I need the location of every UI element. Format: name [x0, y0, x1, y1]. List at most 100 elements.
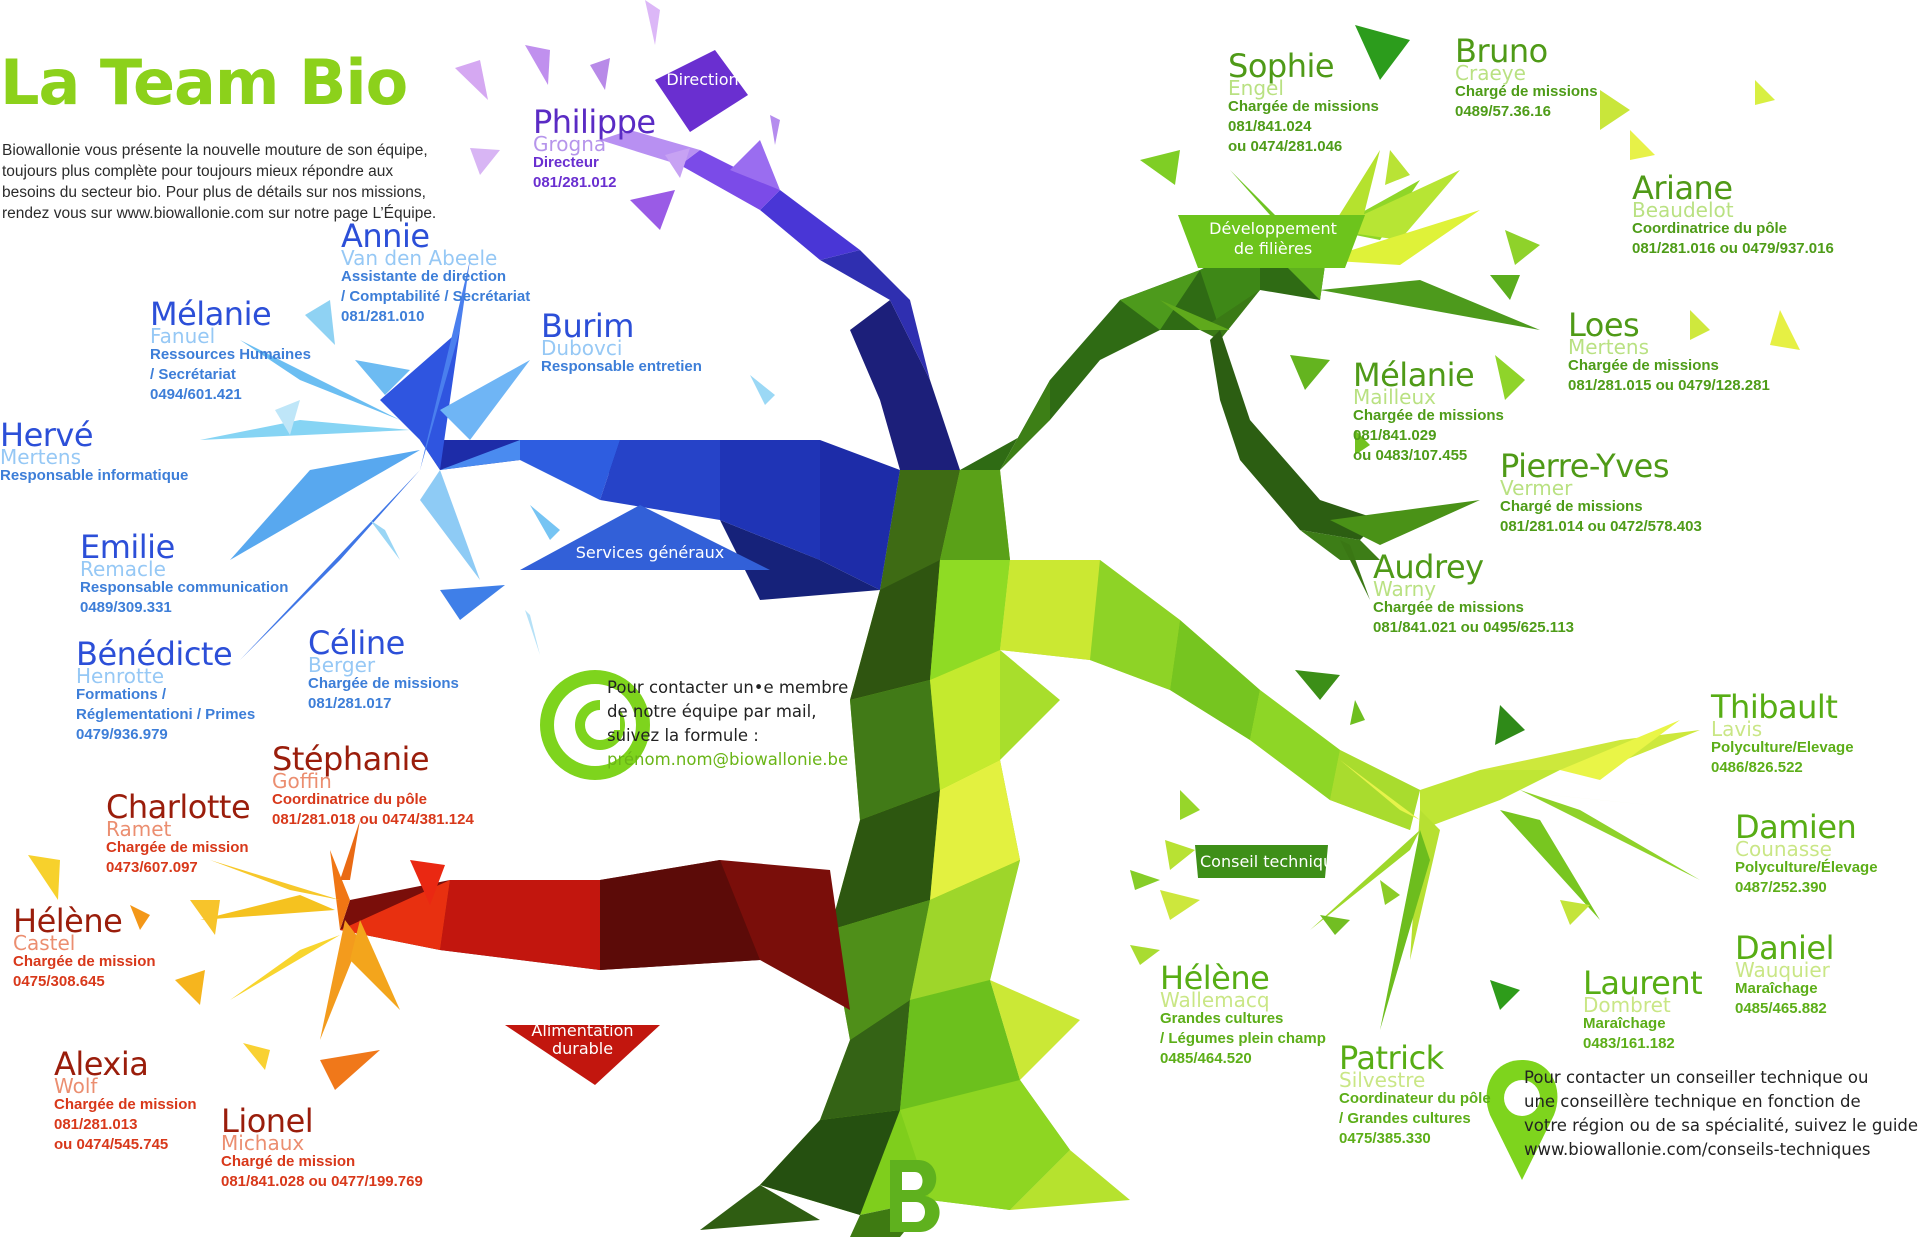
last-name: Mertens — [0, 445, 82, 469]
phone: 081/841.028 ou 0477/199.769 — [221, 1173, 423, 1190]
person-annie-van-den-abeele: Annie Van den Abeele Assistante de direc… — [341, 220, 530, 327]
phone: 0489/57.36.16 — [1455, 103, 1551, 120]
branch-label-alimentation-line2: durable — [551, 1039, 614, 1058]
last-name: Dubovci — [541, 336, 623, 360]
person-daniel-wauquier: Daniel Wauquier Maraîchage 0485/465.882 — [1735, 932, 1835, 1019]
first-name: Lionel — [221, 1102, 314, 1140]
role: Chargé de missions — [1455, 83, 1598, 100]
advisor-guide-url[interactable]: www.biowallonie.com/conseils-techniques — [1524, 1140, 1871, 1159]
phone: 081/841.029 — [1353, 427, 1437, 444]
branch-label-banners — [505, 50, 1365, 1085]
first-name: Emilie — [80, 528, 175, 566]
last-name: Castel — [13, 931, 76, 955]
last-name: Grogna — [533, 132, 607, 156]
person-thibault-lavis: Thibault Lavis Polyculture/Elevage 0486/… — [1711, 691, 1854, 778]
role: Chargée de missions — [1373, 599, 1524, 616]
person-lionel-michaux: Lionel Michaux Chargé de mission 081/841… — [221, 1105, 423, 1192]
first-name: Patrick — [1339, 1039, 1444, 1077]
person-ariane-beaudelot: Ariane Beaudelot Coordinatrice du pôle 0… — [1632, 172, 1834, 259]
last-name: Henrotte — [76, 664, 165, 688]
branch-alimentation-durable — [200, 820, 850, 1040]
first-name: Hélène — [13, 902, 123, 940]
phone: 081/281.013 — [54, 1116, 138, 1133]
last-name: Fanuel — [150, 324, 216, 348]
branch-services-generaux — [200, 260, 900, 660]
person-emilie-remacle: Emilie Remacle Responsable communication… — [80, 531, 288, 618]
phone: 0485/465.882 — [1735, 1000, 1827, 1017]
first-name: Mélanie — [1353, 356, 1475, 394]
last-name: Wauquier — [1735, 958, 1830, 982]
first-name: Thibault — [1711, 688, 1838, 726]
last-name: Beaudelot — [1632, 198, 1734, 222]
role: Chargée de missions — [1353, 407, 1504, 424]
last-name: Remacle — [80, 557, 166, 581]
phone: 0487/252.390 — [1735, 879, 1827, 896]
role: Chargée de mission — [106, 839, 249, 856]
person-melanie-fanuel: Mélanie Fanuel Ressources Humaines / Sec… — [150, 298, 311, 405]
decorative-shards — [28, 0, 1800, 1090]
last-name: Craeye — [1455, 61, 1526, 85]
role: Responsable informatique — [0, 467, 189, 484]
phone: 081/841.024 — [1228, 118, 1312, 135]
branch-label-developpement-line2: de filières — [1233, 239, 1313, 258]
last-name: Silvestre — [1339, 1068, 1426, 1092]
first-name: Mélanie — [150, 295, 272, 333]
phone: 0475/308.645 — [13, 973, 105, 990]
email-contact-line3: suivez la formule : — [607, 726, 759, 745]
last-name: Goffin — [272, 769, 332, 793]
person-alexia-wolf: Alexia Wolf Chargée de mission 081/281.0… — [54, 1048, 197, 1155]
first-name: Charlotte — [106, 788, 251, 826]
person-sophie-engel: Sophie Engel Chargée de missions 081/841… — [1228, 50, 1379, 157]
phone: 0486/826.522 — [1711, 759, 1803, 776]
first-name: Sophie — [1228, 47, 1335, 85]
person-laurent-dombret: Laurent Dombret Maraîchage 0483/161.182 — [1583, 967, 1703, 1054]
role: Chargée de mission — [13, 953, 156, 970]
role-continued: Réglementationi / Primes — [76, 706, 256, 723]
first-name: Burim — [541, 307, 634, 345]
role: Chargée de missions — [1228, 98, 1379, 115]
email-contact-line1: Pour contacter un•e membre — [607, 678, 849, 697]
phone: 0494/601.421 — [150, 386, 242, 403]
branch-label-developpement-line1: Développement — [1209, 219, 1337, 238]
branch-label-alimentation-durable: Alimentation durable — [515, 1022, 650, 1058]
first-name: Céline — [308, 624, 405, 662]
advisor-contact-block: Pour contacter un conseiller technique o… — [1524, 1066, 1920, 1162]
branch-label-developpement-filieres: Développement de filières — [1188, 219, 1358, 259]
advisor-contact-line2: une conseillère technique en fonction de — [1524, 1092, 1861, 1111]
phone: 081/281.015 ou 0479/128.281 — [1568, 377, 1770, 394]
last-name: Wallemacq — [1160, 988, 1270, 1012]
role: Chargé de mission — [221, 1153, 356, 1170]
role: Formations / — [76, 686, 167, 703]
phone: 081/281.012 — [533, 174, 617, 191]
first-name: Bénédicte — [76, 635, 233, 673]
role: Chargé de missions — [1500, 498, 1643, 515]
first-name: Pierre-Yves — [1500, 447, 1669, 485]
role: Coordinatrice du pôle — [1632, 220, 1788, 237]
phone: 081/281.017 — [308, 695, 392, 712]
first-name: Ariane — [1632, 169, 1733, 207]
role: Responsable communication — [80, 579, 289, 596]
last-name: Dombret — [1583, 993, 1671, 1017]
role: Maraîchage — [1583, 1015, 1666, 1032]
phone-alt: ou 0474/545.745 — [54, 1136, 169, 1153]
first-name: Stéphanie — [272, 740, 430, 778]
phone: 0479/936.979 — [76, 726, 168, 743]
last-name: Ramet — [106, 817, 172, 841]
person-herve-mertens: Hervé Mertens Responsable informatique — [0, 419, 188, 486]
role: Maraîchage — [1735, 980, 1818, 997]
first-name: Hervé — [0, 416, 94, 454]
branch-direction — [600, 130, 960, 470]
phone: 0489/309.331 — [80, 599, 172, 616]
person-pierre-yves-vermer: Pierre-Yves Vermer Chargé de missions 08… — [1500, 450, 1702, 537]
last-name: Mailleux — [1353, 385, 1436, 409]
phone: 081/281.016 ou 0479/937.016 — [1632, 240, 1834, 257]
first-name: Damien — [1735, 808, 1857, 846]
role: Chargée de missions — [308, 675, 459, 692]
phone: 0475/385.330 — [1339, 1130, 1431, 1147]
first-name: Hélène — [1160, 959, 1270, 997]
role-continued: / Comptabilité / Secrétariat — [341, 288, 531, 305]
role: Grandes cultures — [1160, 1010, 1284, 1027]
advisor-contact-line3: votre région ou de sa spécialité, suivez… — [1524, 1116, 1920, 1135]
person-damien-counasse: Damien Counasse Polyculture/Élevage 0487… — [1735, 811, 1878, 898]
